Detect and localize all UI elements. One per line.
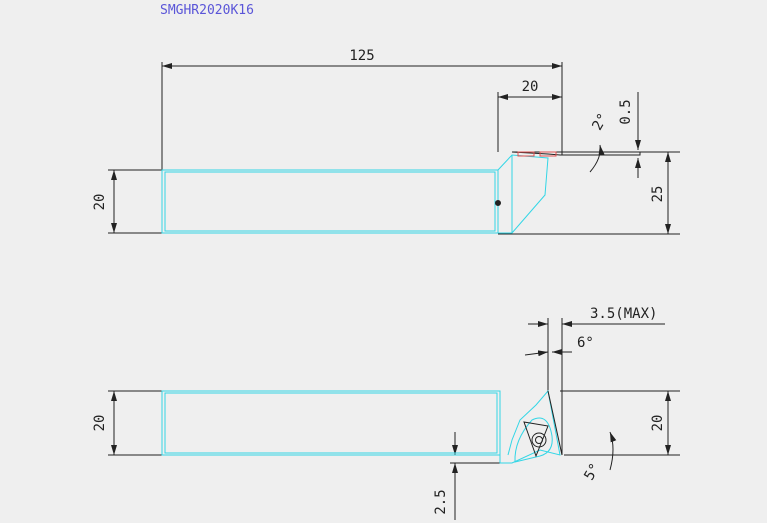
shank-inner-bottom <box>164 392 498 454</box>
dim-label-5deg: 5° <box>581 461 603 484</box>
screw-outer-icon <box>531 432 547 448</box>
dim-label-3-5-max: 3.5(MAX) <box>590 306 657 322</box>
insert-top <box>511 151 641 156</box>
drawing-title: SMGHR2020K16 <box>160 3 254 18</box>
dim-label-6deg: 6° <box>577 335 594 351</box>
dim-label-2deg: 2° <box>589 111 611 134</box>
dim-arc-2deg <box>589 144 605 173</box>
dim-label-25: 25 <box>650 186 666 203</box>
insert-tip-top-2 <box>539 151 557 157</box>
insert-body-bottom <box>514 417 553 463</box>
dim-label-20-bottom-left: 20 <box>92 415 108 432</box>
cutting-edge-line <box>547 390 563 456</box>
shank-inner-top <box>164 171 496 232</box>
head-outline-bottom <box>499 389 561 464</box>
dim-label-2-5: 2.5 <box>433 489 449 514</box>
top-view <box>108 62 680 235</box>
dim-label-0-5: 0.5 <box>618 99 634 124</box>
screw-icon <box>495 200 501 206</box>
screw-inner-icon <box>535 436 543 444</box>
dim-label-20-head: 20 <box>522 79 539 95</box>
dim-label-20-bottom-right: 20 <box>650 415 666 432</box>
dim-label-125: 125 <box>349 48 374 64</box>
dim-label-20-top-left: 20 <box>92 194 108 211</box>
insert-tip-top <box>517 151 535 157</box>
shank-outline-top <box>161 169 499 234</box>
dim-line-6deg-left <box>524 350 549 357</box>
shank-outline-bottom <box>161 390 501 456</box>
dim-arc-5deg <box>609 431 617 471</box>
head-outline-top <box>497 154 549 234</box>
bottom-view <box>108 318 680 520</box>
